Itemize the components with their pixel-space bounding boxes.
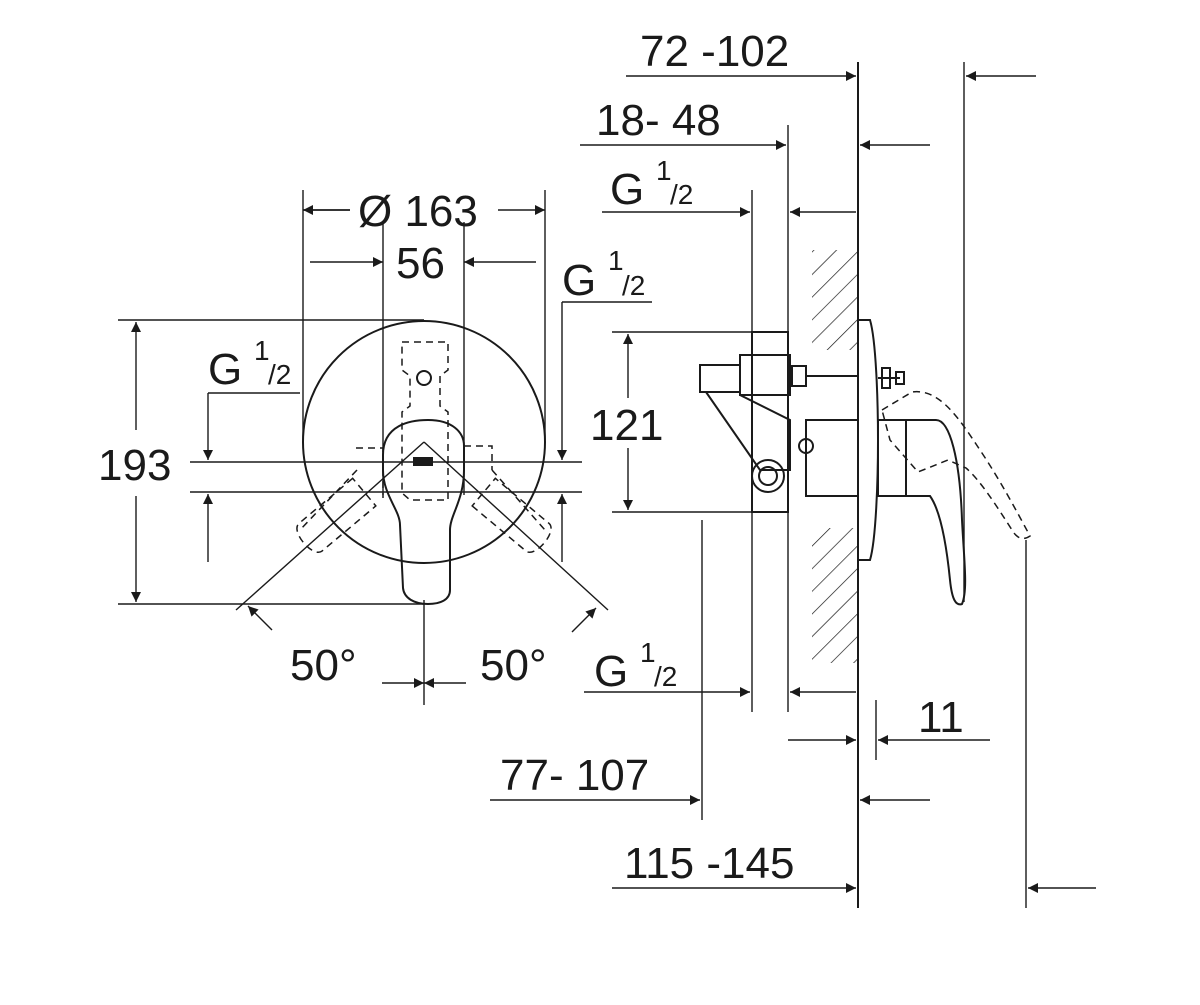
thread-top-num: 1: [656, 155, 672, 186]
dim-angle-right-label: 50°: [480, 641, 547, 690]
thread-bottom-num: 1: [640, 637, 656, 668]
valve-top-box: [739, 354, 791, 396]
dim-121-label: 121: [590, 401, 663, 450]
front-handle: [382, 418, 465, 606]
front-body-dashed: [401, 341, 449, 501]
side-handle: [877, 419, 907, 497]
thread-right-num: 1: [608, 245, 624, 276]
dim-center-label: 56: [396, 239, 445, 288]
valve-outlet: [751, 459, 785, 493]
dim-115-145-label: 115 -145: [624, 839, 794, 888]
cover-plate: [302, 320, 546, 564]
thread-top-base: G: [610, 165, 644, 214]
dim-angle-left-label: 50°: [290, 641, 357, 690]
valve-body: [751, 331, 789, 513]
side-handle-dashed: [881, 391, 1031, 540]
side-cover-plate: [858, 319, 880, 561]
thread-bottom-den: /2: [654, 661, 677, 692]
front-view: Ø 163 56 193 G 1 /2 G 1 /2 50° 50°: [98, 187, 652, 705]
handle-rotated-left: [296, 477, 377, 553]
thread-top-den: /2: [670, 179, 693, 210]
dim-18-48-label: 18- 48: [596, 96, 721, 145]
side-view: 72 -102 18- 48 G 1 /2 121 G 1 /2 11 77- …: [490, 27, 1096, 908]
thread-left-base: G: [208, 345, 242, 394]
dim-diameter-label: Ø 163: [358, 187, 478, 236]
dim-77-107-label: 77- 107: [500, 751, 649, 800]
dim-72-102-label: 72 -102: [640, 27, 789, 76]
thread-right-base: G: [562, 256, 596, 305]
handle-rotated-right: [471, 477, 552, 553]
thread-bottom-base: G: [594, 647, 628, 696]
thread-right-den: /2: [622, 270, 645, 301]
thread-left-den: /2: [268, 359, 291, 390]
front-screw: [416, 370, 432, 386]
dim-11-label: 11: [918, 693, 964, 742]
thread-left-num: 1: [254, 335, 270, 366]
wall-hatch-top: [812, 250, 858, 350]
dim-height-label: 193: [98, 441, 171, 490]
wall-hatch-bottom: [812, 528, 858, 663]
